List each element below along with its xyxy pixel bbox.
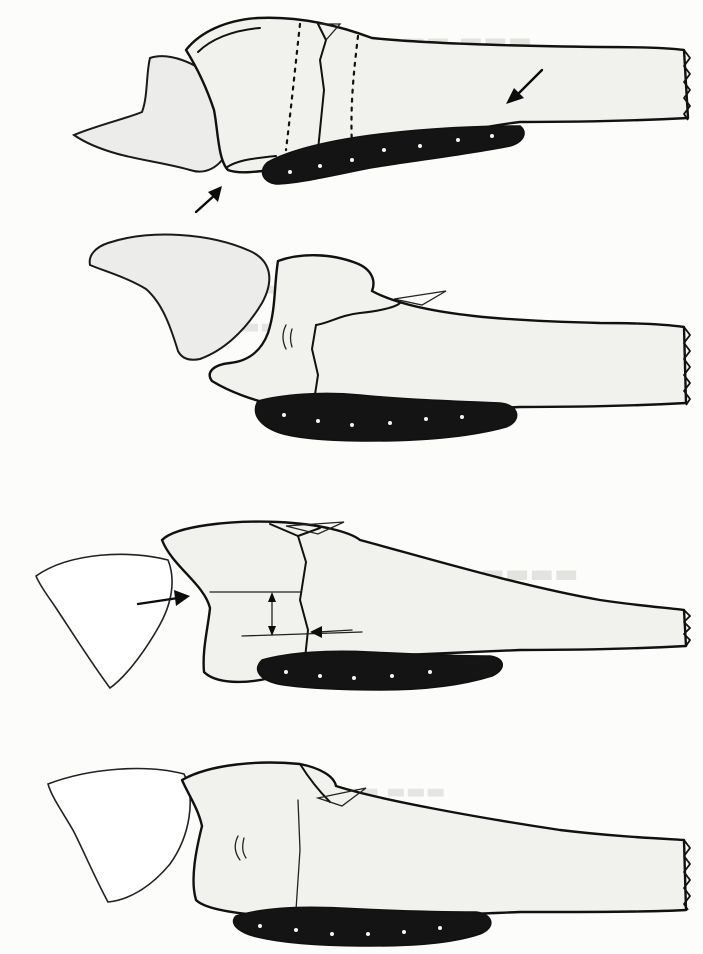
humeral-head [36,554,172,688]
callus-speck [350,158,354,162]
callus-speck [490,134,494,138]
panel-1: ▬▬▬ ▬▬▬▬ ▬▬▬ ▬▬▬▬ ▬▬▬ ▬▬ ▬▬▬ [0,0,703,225]
callus-speck [350,423,354,427]
bone-shaft [210,255,686,411]
callus-speck [402,930,406,934]
callus-speck [318,164,322,168]
callus [234,907,491,946]
humeral-head [48,769,190,902]
callus-speck [366,932,370,936]
callus-speck [424,417,428,421]
panel-2: ▬▬▬ ▬▬ ▬▬▬▬▬ ▬▬▬▬ ▬▬▬ ▬▬ ▬▬▬▬▬▬ ▬▬▬▬▬▬ [0,225,703,460]
callus [258,651,503,690]
callus-speck [438,926,442,930]
panel-3: ▬▬▬▬▬▬ ▬▬▬▬▬ ▬▬▬ ▬ ▬▬▬▬▬▬ [0,500,703,700]
callus-speck [390,674,394,678]
callus-speck [352,676,356,680]
callus-speck [456,138,460,142]
callus-speck [330,932,334,936]
callus-speck [428,670,432,674]
callus-speck [282,413,286,417]
callus-speck [316,419,320,423]
panel-4: ▬▬▬▬ ▬▬▬ ▬▬▬▬▬▬▬ ▬▬▬ ▬▬▬▬▬ ▬▬ ▬▬▬ ▬▬ ▬▬▬… [0,740,703,954]
callus-speck [460,415,464,419]
callus-speck [284,670,288,674]
humeral-head [90,235,270,360]
callus-speck [418,144,422,148]
callus-speck [388,421,392,425]
arrow-head [174,590,190,606]
callus-speck [318,674,322,678]
callus-speck [294,928,298,932]
callus-speck [288,170,292,174]
callus-speck [382,148,386,152]
callus-speck [258,924,262,928]
